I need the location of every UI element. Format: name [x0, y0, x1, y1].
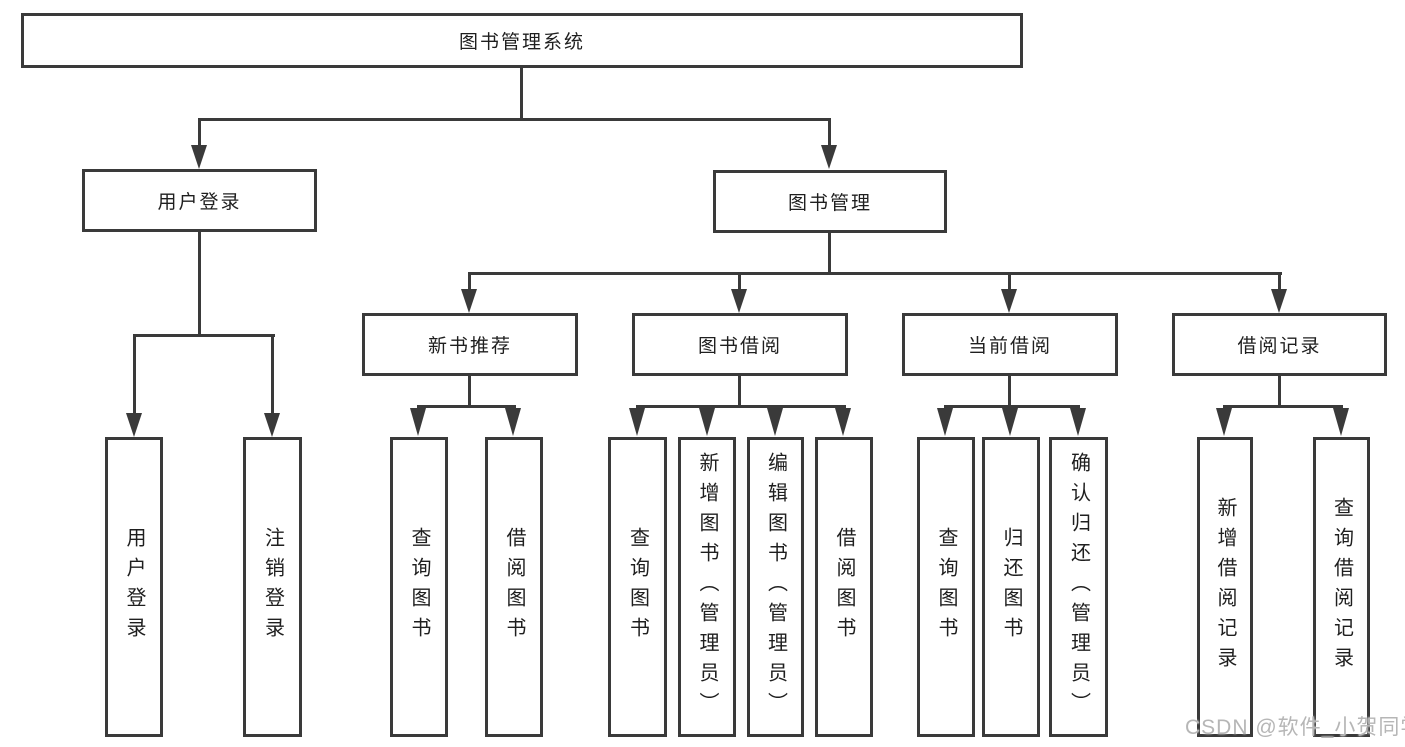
- arrow-down-icon: [264, 413, 280, 437]
- connector-line: [828, 118, 831, 147]
- node-root-library-system: 图书管理系统: [21, 13, 1023, 68]
- arrow-down-icon: [767, 408, 783, 436]
- connector-line: [417, 405, 516, 408]
- connector-line: [468, 272, 471, 291]
- connector-line: [271, 334, 274, 415]
- connector-line: [520, 66, 523, 118]
- arrow-down-icon: [699, 408, 715, 436]
- connector-line: [468, 272, 1282, 275]
- arrow-down-icon: [1070, 408, 1086, 436]
- arrow-down-icon: [835, 408, 851, 436]
- node-book-borrowing: 图书借阅: [632, 313, 848, 376]
- leaf-borrow-books: 借阅图书: [815, 437, 873, 737]
- node-user-login: 用户登录: [82, 169, 317, 232]
- connector-line: [1278, 272, 1281, 291]
- arrow-down-icon: [629, 408, 645, 436]
- arrow-down-icon: [191, 145, 207, 169]
- leaf-current-query-books: 查询图书: [917, 437, 975, 737]
- connector-line: [1278, 374, 1281, 408]
- arrow-down-icon: [410, 408, 426, 436]
- leaf-borrowing-query-books: 查询图书: [608, 437, 667, 737]
- node-book-management: 图书管理: [713, 170, 947, 233]
- leaf-query-borrow-record: 查询借阅记录: [1313, 437, 1370, 737]
- node-new-book-recommend: 新书推荐: [362, 313, 578, 376]
- arrow-down-icon: [461, 289, 477, 313]
- arrow-down-icon: [731, 289, 747, 313]
- csdn-watermark: CSDN @软件_小贺同学: [1185, 716, 1405, 739]
- leaf-confirm-return-admin: 确认归还（管理员）: [1049, 437, 1108, 737]
- connector-line: [133, 334, 136, 415]
- node-current-borrowing: 当前借阅: [902, 313, 1118, 376]
- leaf-add-borrow-record: 新增借阅记录: [1197, 437, 1253, 737]
- node-borrowing-records: 借阅记录: [1172, 313, 1387, 376]
- arrow-down-icon: [821, 145, 837, 169]
- connector-line: [738, 272, 741, 291]
- leaf-recommend-query-books: 查询图书: [390, 437, 448, 737]
- connector-line: [468, 374, 471, 408]
- leaf-add-books-admin: 新增图书（管理员）: [678, 437, 736, 737]
- leaf-edit-books-admin: 编辑图书（管理员）: [747, 437, 804, 737]
- arrow-down-icon: [505, 408, 521, 436]
- connector-line: [1008, 374, 1011, 408]
- connector-line: [828, 231, 831, 274]
- leaf-user-login: 用户登录: [105, 437, 163, 737]
- arrow-down-icon: [126, 413, 142, 437]
- connector-line: [944, 405, 1080, 408]
- connector-line: [198, 230, 201, 336]
- connector-line: [636, 405, 846, 408]
- connector-line: [133, 334, 275, 337]
- connector-line: [198, 118, 831, 121]
- arrow-down-icon: [937, 408, 953, 436]
- leaf-return-books: 归还图书: [982, 437, 1040, 737]
- arrow-down-icon: [1002, 408, 1018, 436]
- connector-line: [198, 118, 201, 147]
- arrow-down-icon: [1333, 408, 1349, 436]
- connector-line: [738, 374, 741, 408]
- leaf-logout: 注销登录: [243, 437, 302, 737]
- arrow-down-icon: [1216, 408, 1232, 436]
- arrow-down-icon: [1271, 289, 1287, 313]
- connector-line: [1223, 405, 1343, 408]
- leaf-recommend-borrow-books: 借阅图书: [485, 437, 543, 737]
- arrow-down-icon: [1001, 289, 1017, 313]
- connector-line: [1008, 272, 1011, 291]
